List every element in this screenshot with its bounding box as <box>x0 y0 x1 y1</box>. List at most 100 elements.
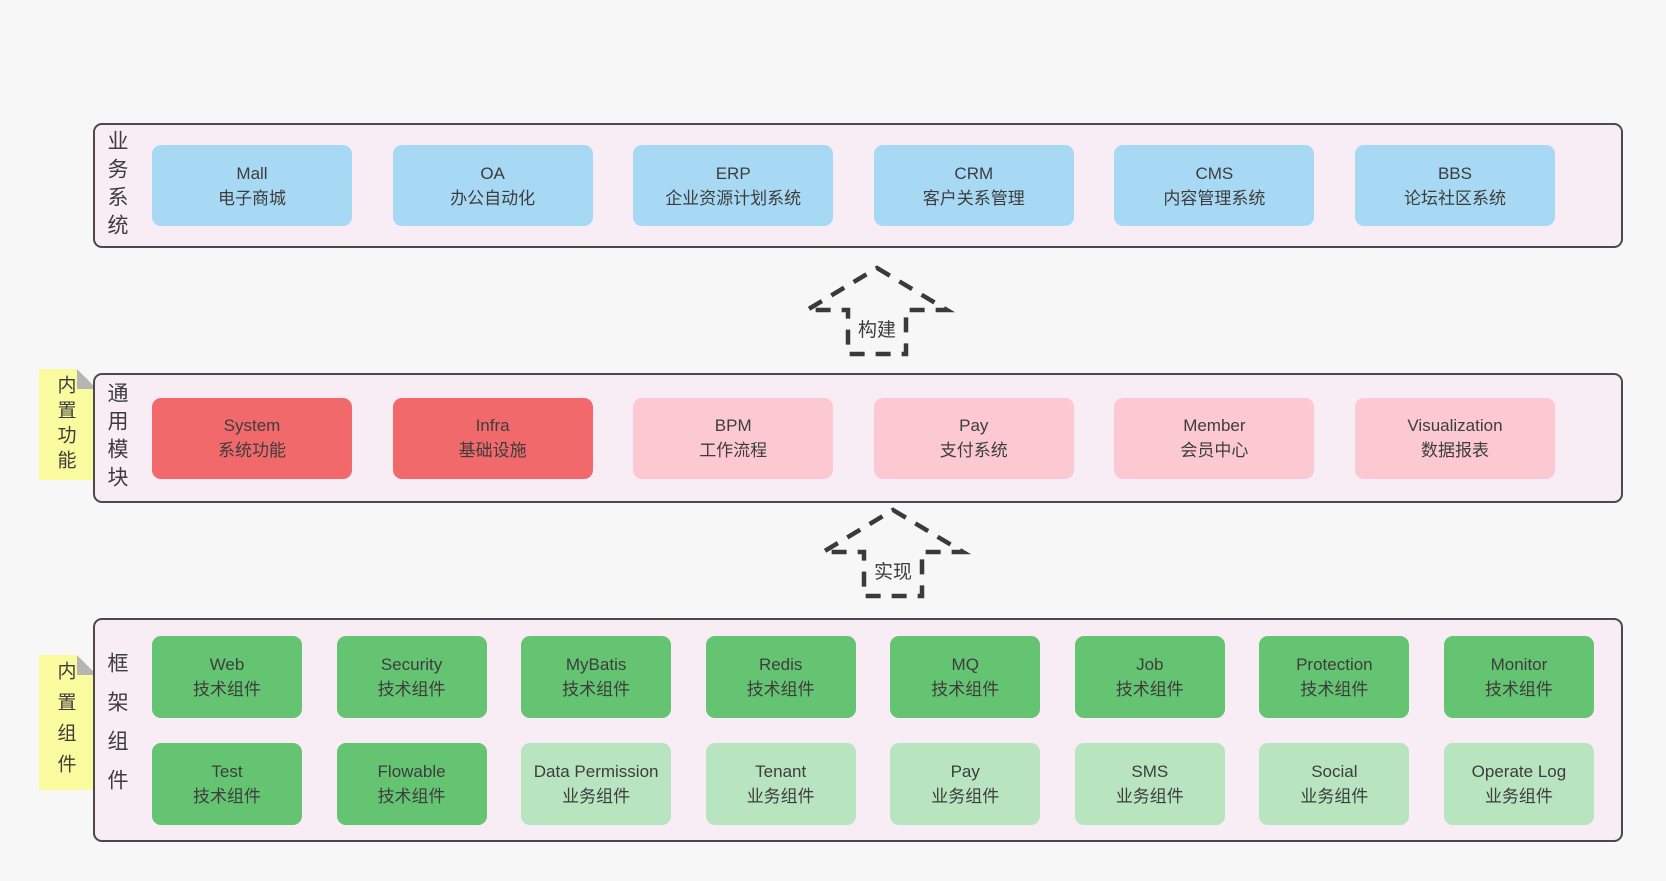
box-social: Social 业务组件 <box>1259 742 1410 825</box>
box-title: Web <box>209 654 245 674</box>
box-subtitle: 工作流程 <box>699 441 768 460</box>
box-subtitle: 电子商城 <box>218 188 286 208</box>
box-flowable: Flowable 技术组件 <box>336 742 487 825</box>
box-title: Redis <box>758 654 803 674</box>
box-title: Tenant <box>755 761 807 781</box>
box-pay-system: Pay 支付系统 <box>873 397 1074 479</box>
box-title: OA <box>480 163 505 183</box>
box-subtitle: 技术组件 <box>377 679 446 699</box>
box-title: BPM <box>714 416 752 435</box>
box-subtitle: 支付系统 <box>939 441 1008 460</box>
box-title: Flowable <box>377 761 446 781</box>
box-title: Social <box>1311 761 1358 781</box>
box-title: Job <box>1136 654 1164 674</box>
implement-arrow: 实现 <box>814 507 972 603</box>
box-subtitle: 业务组件 <box>562 786 631 806</box>
box-job: Job 技术组件 <box>1074 635 1225 718</box>
box-subtitle: 技术组件 <box>193 786 261 806</box>
implement-arrow-label: 实现 <box>869 555 917 586</box>
box-title: ERP <box>715 163 751 183</box>
box-subtitle: 论坛社区系统 <box>1403 188 1506 208</box>
box-tenant: Tenant 业务组件 <box>705 742 856 825</box>
box-subtitle: 业务组件 <box>1484 786 1553 806</box>
box-redis: Redis 技术组件 <box>705 635 856 718</box>
box-subtitle: 业务组件 <box>746 786 815 806</box>
box-title: SMS <box>1131 761 1169 781</box>
box-subtitle: 业务组件 <box>1115 786 1184 806</box>
box-test: Test 技术组件 <box>152 742 302 825</box>
box-title: MyBatis <box>565 654 627 674</box>
box-bpm: BPM 工作流程 <box>633 397 834 479</box>
box-subtitle: 系统功能 <box>218 441 286 460</box>
box-title: Test <box>211 761 243 781</box>
box-subtitle: 技术组件 <box>746 679 815 699</box>
box-title: Pay <box>950 761 980 781</box>
box-title: MQ <box>951 654 979 674</box>
common-modules-boxes: System 系统功能 Infra 基础设施 BPM 工作流程 Pay 支付系统… <box>152 397 1555 479</box>
band-common-modules-label: 通用模块 <box>105 382 128 494</box>
band-framework-components: 框架组件 Web 技术组件 Security 技术组件 MyBatis 技术组件… <box>93 618 1623 842</box>
box-data-permission: Data Permission 业务组件 <box>521 742 672 825</box>
box-title: CMS <box>1195 163 1234 183</box>
tab-built-in-features: 内置功能 <box>39 369 97 480</box>
box-subtitle: 会员中心 <box>1180 441 1249 460</box>
box-title: Protection <box>1296 654 1373 674</box>
tab-built-in-components: 内置组件 <box>39 655 97 790</box>
box-cms: CMS 内容管理系统 <box>1114 145 1315 226</box>
box-subtitle: 技术组件 <box>562 679 631 699</box>
box-subtitle: 办公自动化 <box>450 188 536 208</box>
box-security: Security 技术组件 <box>336 635 487 718</box>
box-subtitle: 企业资源计划系统 <box>665 188 802 208</box>
box-subtitle: 技术组件 <box>931 679 1000 699</box>
box-title: Infra <box>475 416 510 435</box>
tab-built-in-features-label: 内置功能 <box>54 374 76 475</box>
box-title: CRM <box>954 163 994 183</box>
box-operate-log: Operate Log 业务组件 <box>1443 742 1594 825</box>
box-subtitle: 技术组件 <box>1300 679 1369 699</box>
box-subtitle: 业务组件 <box>931 786 1000 806</box>
box-subtitle: 技术组件 <box>1115 679 1184 699</box>
box-title: Pay <box>959 416 989 435</box>
box-subtitle: 内容管理系统 <box>1163 188 1266 208</box>
framework-components-rows: Web 技术组件 Security 技术组件 MyBatis 技术组件 Redi… <box>152 635 1594 825</box>
box-mq: MQ 技术组件 <box>890 635 1041 718</box>
box-subtitle: 业务组件 <box>1300 786 1369 806</box>
box-protection: Protection 技术组件 <box>1259 635 1410 718</box>
box-subtitle: 技术组件 <box>377 786 446 806</box>
box-title: Monitor <box>1490 654 1548 674</box>
box-infra: Infra 基础设施 <box>392 397 593 479</box>
box-subtitle: 数据报表 <box>1420 441 1489 460</box>
band-business-systems-label: 业务系统 <box>105 129 128 242</box>
tab-built-in-components-label: 内置组件 <box>54 660 76 785</box>
box-member: Member 会员中心 <box>1114 397 1315 479</box>
up-arrow-icon <box>798 265 956 357</box>
box-title: Security <box>380 654 443 674</box>
framework-row-1: Web 技术组件 Security 技术组件 MyBatis 技术组件 Redi… <box>152 635 1594 718</box>
box-title: BBS <box>1437 163 1472 183</box>
box-web: Web 技术组件 <box>152 635 302 718</box>
box-subtitle: 客户关系管理 <box>922 188 1025 208</box>
box-subtitle: 技术组件 <box>1484 679 1553 699</box>
build-arrow: 构建 <box>798 265 956 361</box>
box-title: Mall <box>236 163 268 183</box>
box-subtitle: 技术组件 <box>193 679 261 699</box>
band-business-systems: 业务系统 Mall 电子商城 OA 办公自动化 ERP 企业资源计划系统 CRM… <box>93 123 1623 248</box>
box-title: Data Permission <box>533 761 659 781</box>
box-bbs: BBS 论坛社区系统 <box>1354 145 1555 226</box>
up-arrow-icon <box>814 507 972 599</box>
box-title: Visualization <box>1407 416 1503 435</box>
band-framework-components-label: 框架组件 <box>105 652 128 808</box>
box-system: System 系统功能 <box>152 397 352 479</box>
box-pay-component: Pay 业务组件 <box>890 742 1041 825</box>
box-mall: Mall 电子商城 <box>152 145 352 226</box>
box-title: Member <box>1183 416 1246 435</box>
box-mybatis: MyBatis 技术组件 <box>521 635 672 718</box>
box-sms: SMS 业务组件 <box>1074 742 1225 825</box>
box-crm: CRM 客户关系管理 <box>873 145 1074 226</box>
box-title: System <box>223 416 281 435</box>
band-common-modules: 通用模块 System 系统功能 Infra 基础设施 BPM 工作流程 Pay… <box>93 373 1623 503</box>
box-erp: ERP 企业资源计划系统 <box>633 145 834 226</box>
build-arrow-label: 构建 <box>853 313 901 344</box>
box-oa: OA 办公自动化 <box>392 145 593 226</box>
box-visualization: Visualization 数据报表 <box>1354 397 1555 479</box>
